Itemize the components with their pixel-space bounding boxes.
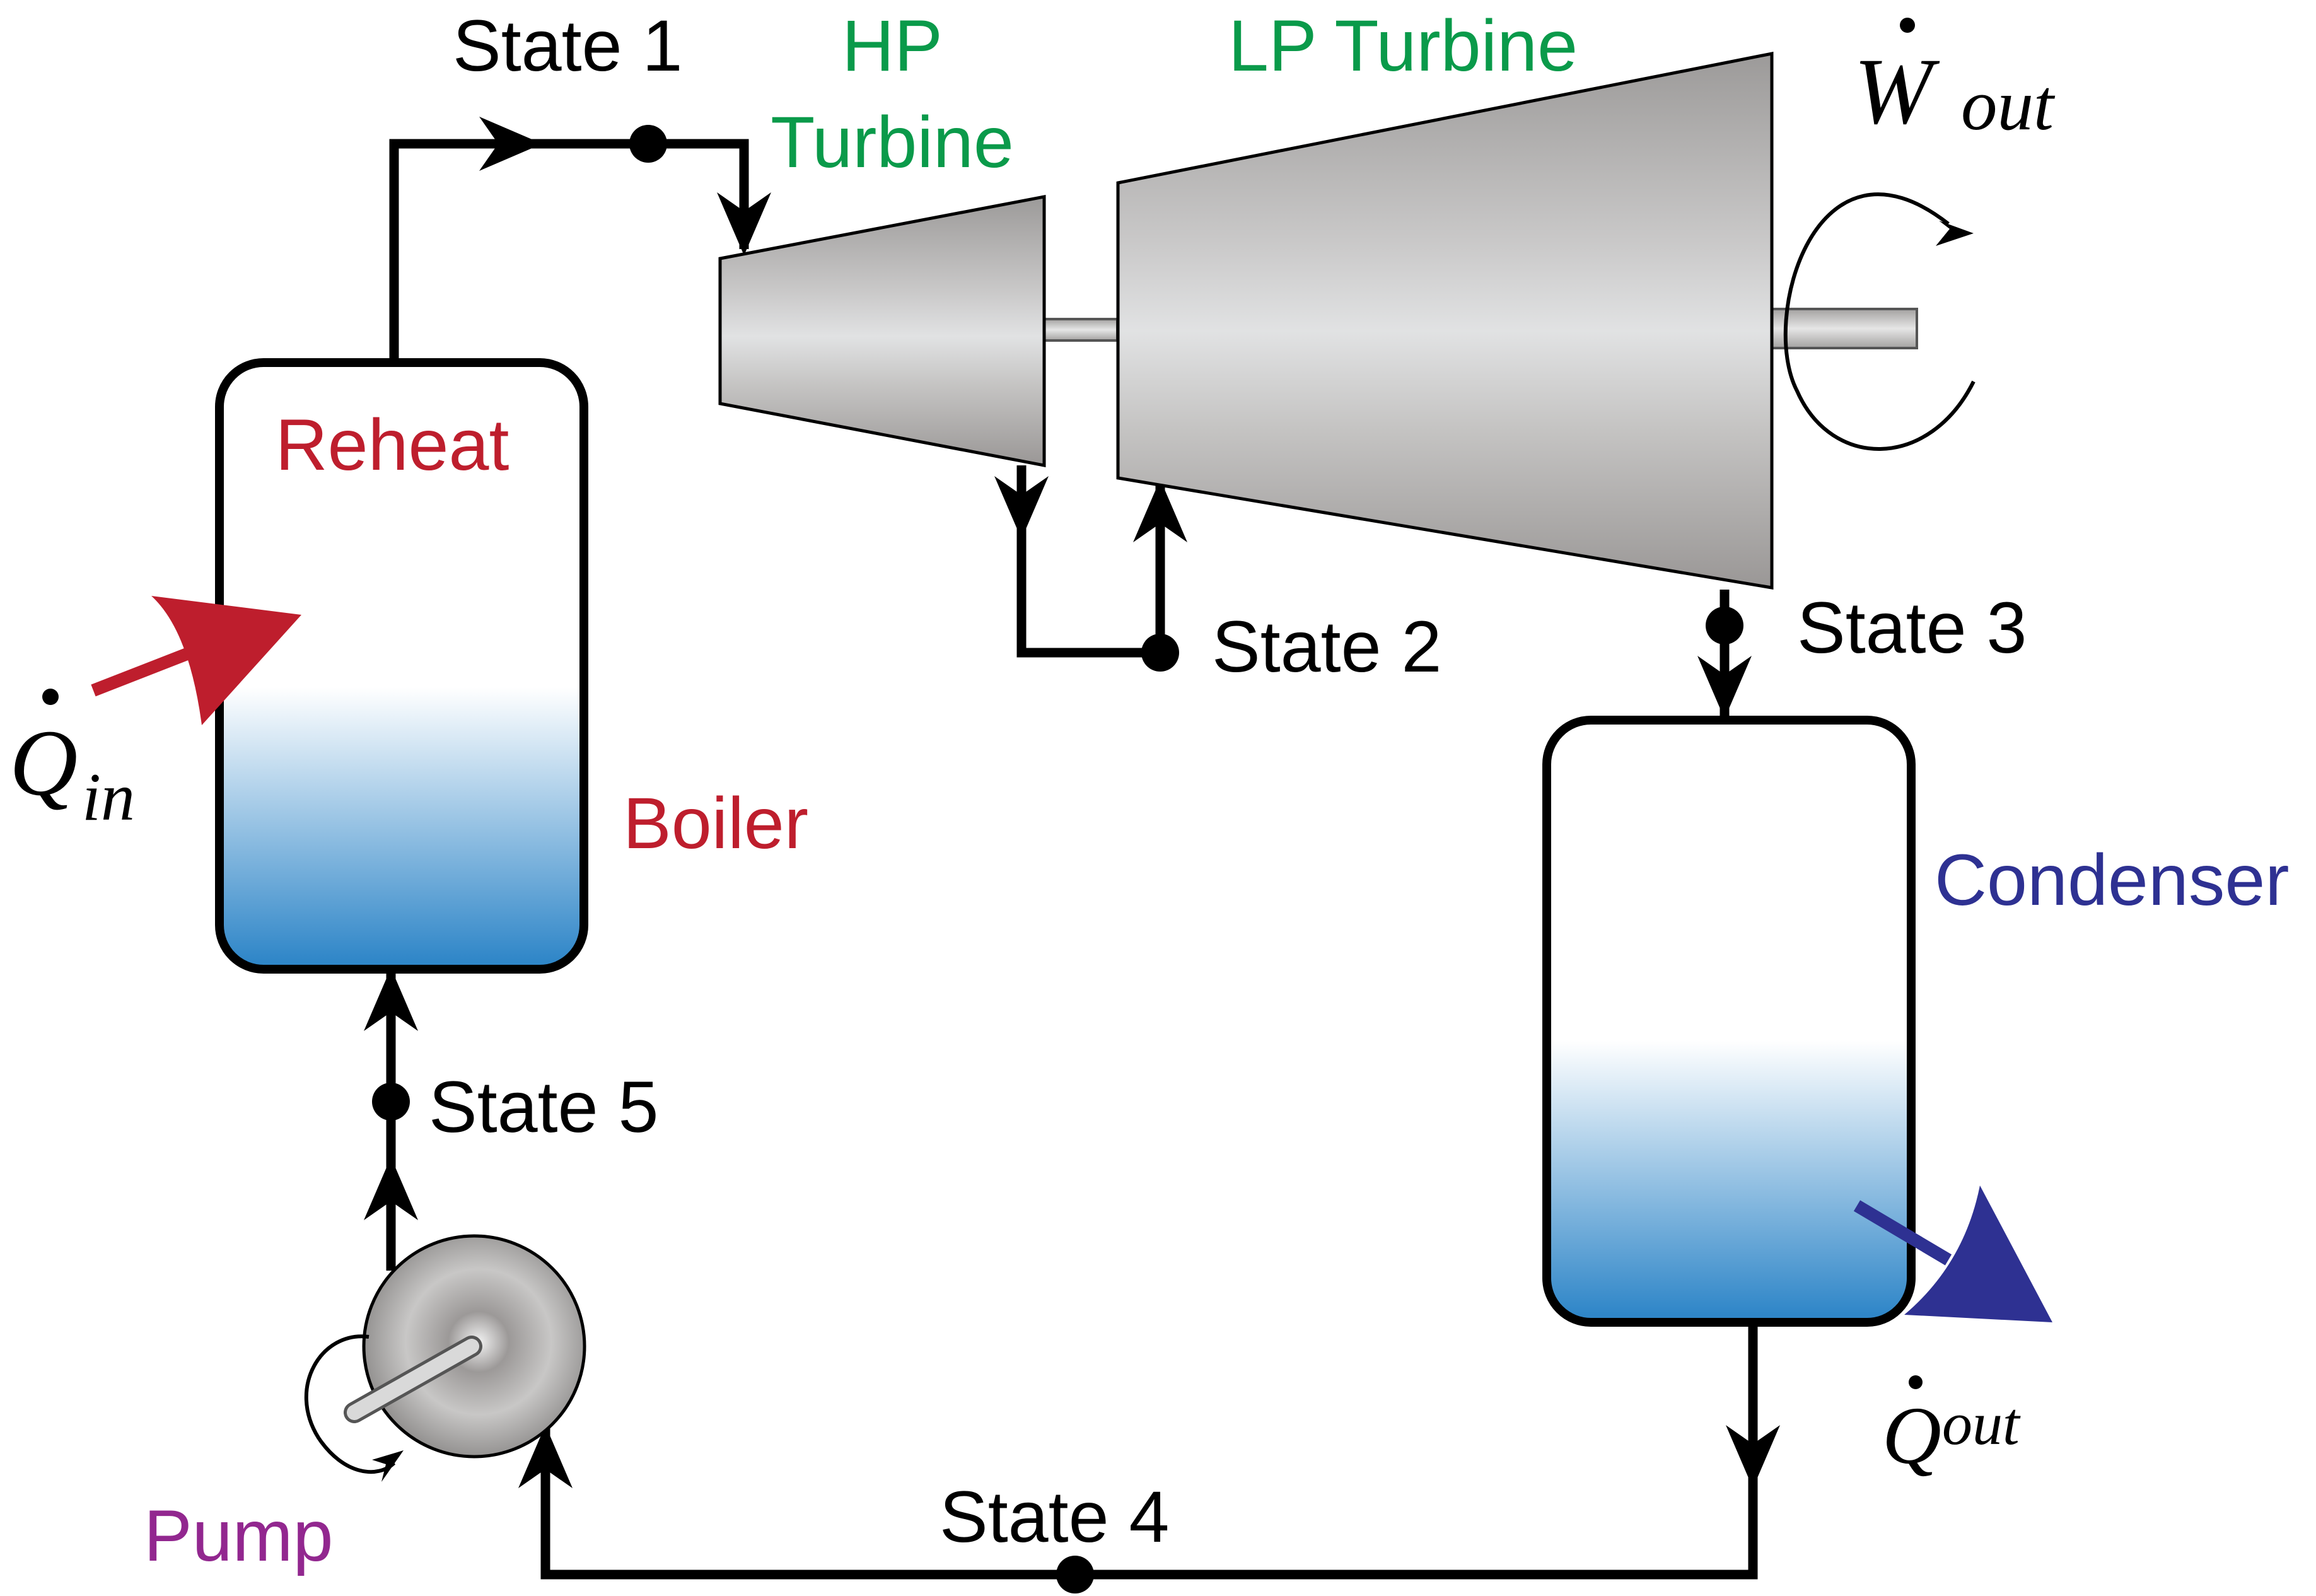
w-out-symbol: W out: [1854, 18, 2056, 145]
pipe-hp-to-reheat-lp: [1016, 465, 1165, 658]
heat-in-arrow: [91, 596, 301, 725]
pump-rotation-arrow: [304, 1334, 396, 1474]
state-4-label: State 4: [940, 1477, 1169, 1558]
boiler-label: Boiler: [623, 783, 808, 864]
q-in-subscript: in: [82, 760, 135, 835]
q-out-dot: [1909, 1375, 1923, 1389]
flow-arrow-down: [717, 192, 771, 255]
flow-arrow-up: [518, 1425, 573, 1488]
hp-turbine: [718, 194, 1046, 468]
flow-arrow-up: [1133, 479, 1187, 542]
pump-label: Pump: [144, 1496, 333, 1576]
pipe-boiler-to-hp-turbine: [389, 139, 749, 363]
turbine-coupling-shaft: [1040, 318, 1119, 342]
q-in-symbol: Q in: [9, 689, 135, 835]
state-3-label: State 3: [1797, 588, 2027, 668]
output-shaft: [1764, 308, 1918, 349]
flow-arrow-up: [364, 968, 418, 1031]
flow-arrow-down: [1726, 1425, 1780, 1488]
w-out-letter: W: [1854, 39, 1940, 144]
q-out-letter: Q: [1882, 1390, 1941, 1481]
state-5-point: [372, 1083, 410, 1121]
reheat-label: Reheat: [276, 405, 509, 486]
w-out-dot: [1900, 18, 1915, 33]
state-2-point: [1141, 634, 1179, 672]
hp-turbine-label-line2: Turbine: [771, 102, 1014, 183]
state-2-label: State 2: [1212, 607, 1441, 687]
condenser-vessel: [1542, 716, 1916, 1327]
state-5-label: State 5: [429, 1067, 658, 1148]
state-3-point: [1706, 607, 1743, 644]
state-4-point: [1056, 1556, 1094, 1593]
lp-turbine: [1116, 51, 1774, 590]
flow-arrow-up: [364, 1157, 418, 1220]
flow-arrow-down: [994, 476, 1049, 539]
hp-turbine-label-line1: HP: [842, 6, 943, 86]
q-in-dot: [42, 689, 59, 705]
q-out-subscript: out: [1942, 1390, 2021, 1457]
flow-arrow-right: [479, 117, 542, 171]
q-out-symbol: Q out: [1882, 1375, 2021, 1481]
flow-arrow-down: [1697, 656, 1752, 719]
w-out-subscript: out: [1961, 65, 2056, 145]
q-in-letter: Q: [9, 711, 78, 815]
heat-out-arrow: [1853, 1185, 2052, 1322]
shaft-rotation-arrow: [1783, 192, 1976, 451]
pump-rotation-arrowhead: [372, 1450, 404, 1482]
state-1-point: [629, 125, 667, 163]
pump: [304, 1234, 586, 1482]
flow-arrowheads: [364, 117, 1780, 1488]
condenser-label: Condenser: [1935, 840, 2290, 921]
lp-turbine-label: LP Turbine: [1228, 6, 1578, 86]
state-1-label: State 1: [453, 6, 682, 86]
